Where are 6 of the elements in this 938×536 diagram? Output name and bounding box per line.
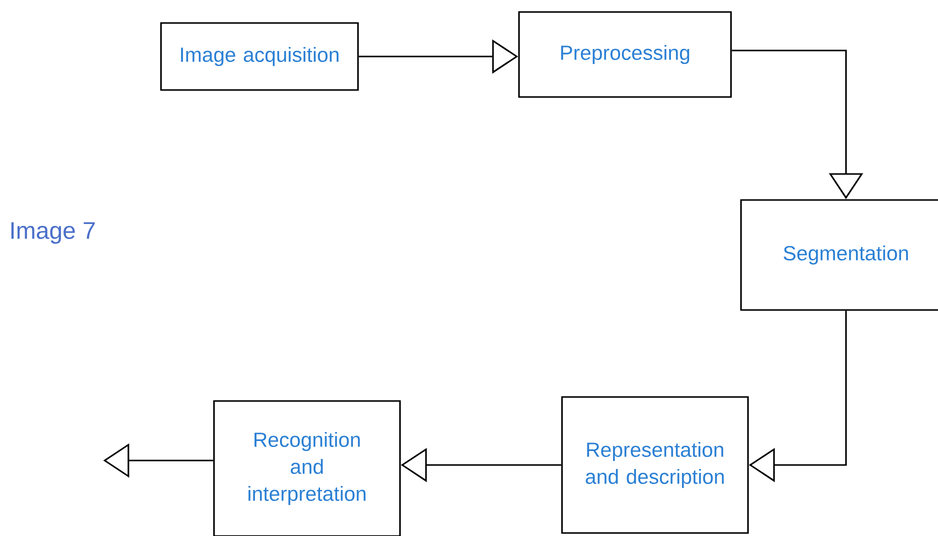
process-box: Recognition and interpretation: [213, 400, 401, 536]
figure-label: Image 7: [11, 222, 95, 244]
process-box: Image acquisition: [160, 22, 359, 91]
process-box: Representation and description: [561, 396, 749, 534]
process-box: Segmentation: [740, 199, 938, 311]
process-box: Preprocessing: [518, 11, 732, 98]
